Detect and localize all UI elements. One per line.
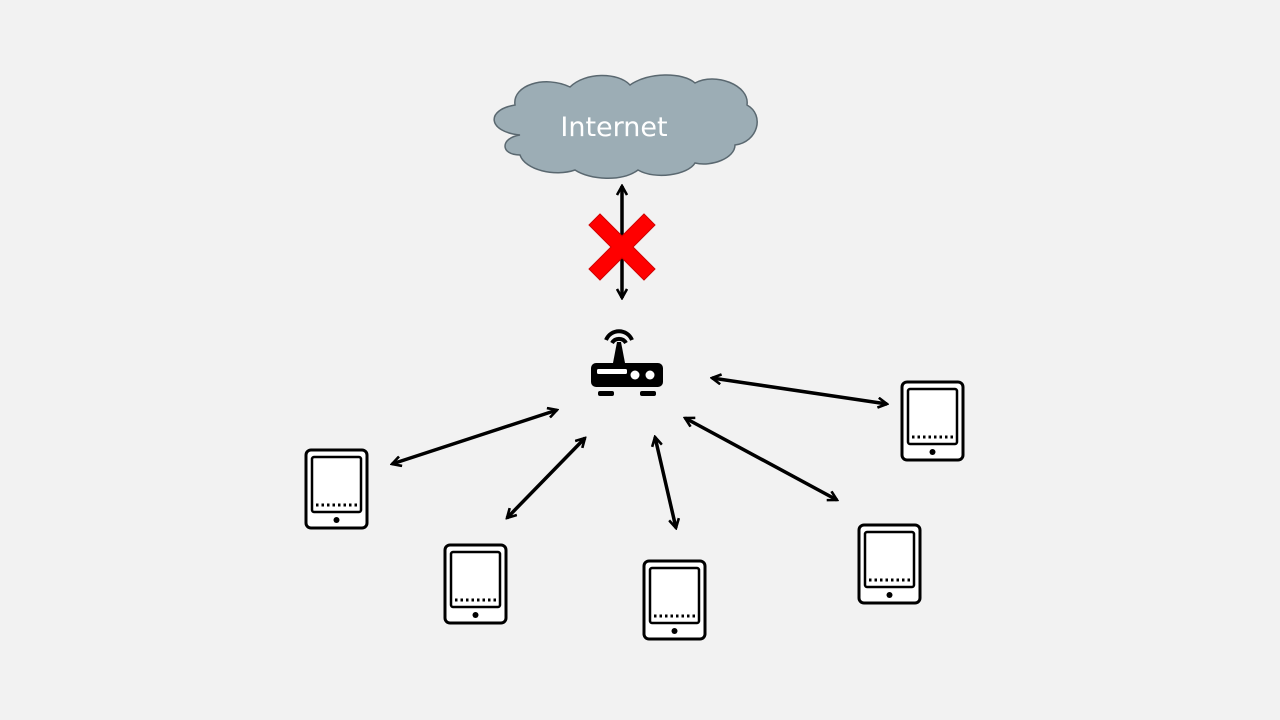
tablet-icon [443, 543, 508, 625]
tablet-icon [304, 448, 369, 530]
tablet-icon [642, 559, 707, 641]
red-x-icon [588, 213, 656, 281]
tablet-icon [900, 380, 965, 462]
device-link-arrow [712, 378, 887, 404]
cloud-icon [493, 74, 758, 179]
cloud-label: Internet [560, 112, 667, 143]
device-link-arrow [685, 416, 837, 502]
wifi-router-icon [591, 329, 663, 396]
tablet-icon [857, 523, 922, 605]
device-link-arrow [507, 438, 585, 518]
device-link-arrow [655, 437, 676, 528]
device-link-arrow [392, 410, 557, 464]
internet-cloud: Internet [493, 74, 758, 179]
